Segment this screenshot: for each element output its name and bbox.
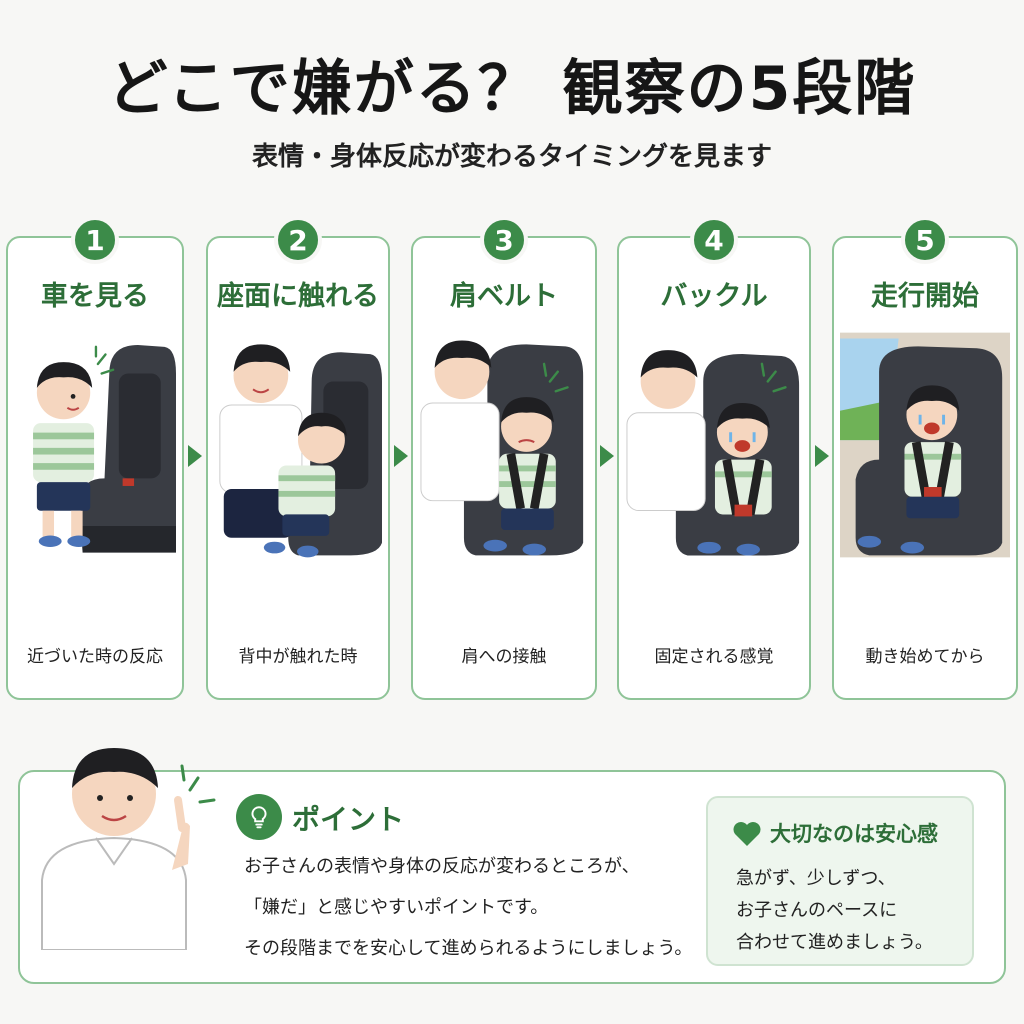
step-title: 走行開始	[871, 281, 979, 312]
step-number-badge: 3	[480, 216, 528, 264]
step-number-badge: 4	[690, 216, 738, 264]
pointing-parent-illustration	[22, 730, 222, 951]
step-number-badge: 2	[274, 216, 322, 264]
step-card-3: 3 肩ベルト 肩への接触	[411, 216, 597, 700]
point-text-line: 「嫌だ」と感じやすいポイントです。	[244, 897, 549, 918]
child-and-carseat-illustration	[14, 330, 176, 560]
step-arrow-icon	[600, 445, 614, 467]
parent-buckling-crying-child-illustration	[625, 330, 803, 560]
step-title: 座面に触れる	[217, 281, 379, 312]
step-arrow-icon	[394, 445, 408, 467]
step-number-badge: 1	[71, 216, 119, 264]
step-number-badge: 5	[901, 216, 949, 264]
tip-panel: 大切なのは安心感 急がず、少しずつ、 お子さんのペースに 合わせて進めましょう。	[706, 796, 974, 966]
step-arrow-icon	[188, 445, 202, 467]
heart-icon	[732, 820, 762, 848]
step-caption: 肩への接触	[461, 647, 547, 667]
step-card-2: 2 座面に触れる 背中が触れた時	[206, 216, 390, 700]
tip-text-line: 急がず、少しずつ、	[736, 868, 896, 889]
step-title: バックル	[660, 281, 768, 312]
step-title: 車を見る	[41, 281, 149, 312]
page-subtitle: 表情・身体反応が変わるタイミングを見ます	[251, 142, 772, 172]
lightbulb-icon	[236, 794, 282, 840]
page-title: どこで嫌がる？ 観察の5段階	[107, 54, 917, 124]
step-caption: 背中が触れた時	[238, 647, 358, 667]
step-card-4: 4 バックル 固定される感覚	[617, 216, 811, 700]
step-card-5: 5 走行開始 動き始めてから	[832, 216, 1018, 700]
tip-text-line: 合わせて進めましょう。	[736, 932, 933, 953]
point-text-line: その段階までを安心して進められるようにしましょう。	[244, 938, 693, 959]
step-caption: 動き始めてから	[865, 647, 985, 667]
tip-title: 大切なのは安心感	[770, 822, 938, 846]
point-text-line: お子さんの表情や身体の反応が変わるところが、	[244, 856, 640, 877]
step-caption: 固定される感覚	[654, 647, 774, 667]
step-card-1: 1 車を見る 近づいた時の反応	[6, 216, 184, 700]
step-title: 肩ベルト	[450, 281, 558, 312]
parent-child-touching-seat-illustration	[214, 330, 382, 560]
step-caption: 近づいた時の反応	[27, 647, 163, 667]
parent-fastening-shoulder-belt-illustration	[419, 330, 589, 560]
tip-text-line: お子さんのペースに	[736, 900, 898, 921]
point-title: ポイント	[292, 803, 405, 836]
child-crying-in-moving-car-illustration	[840, 330, 1010, 560]
step-arrow-icon	[815, 445, 829, 467]
